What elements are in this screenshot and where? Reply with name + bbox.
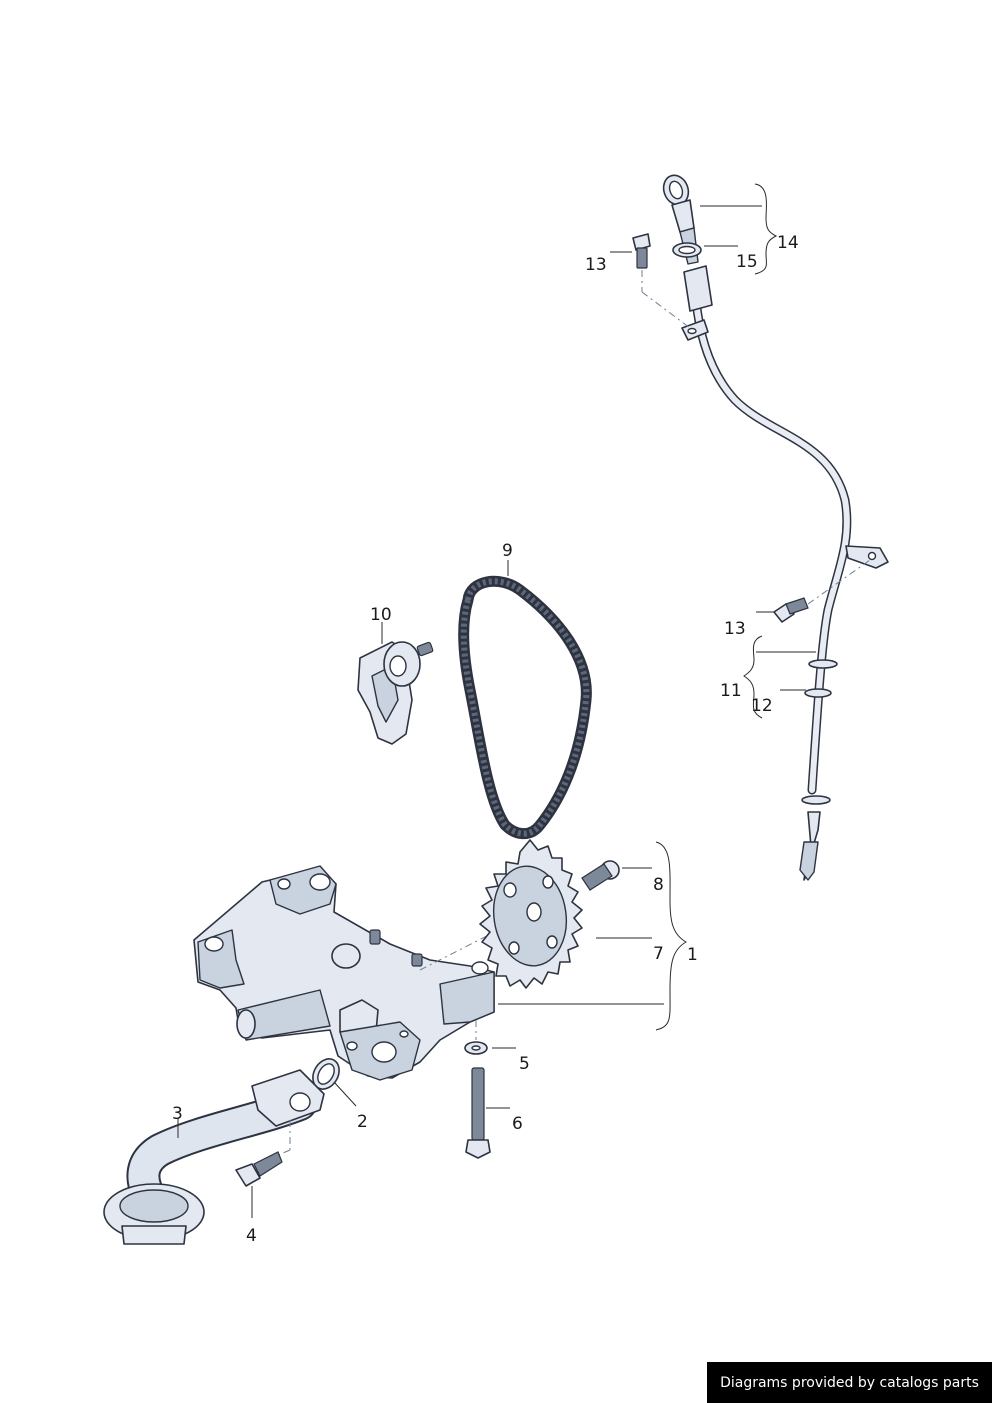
dipstick-guide-tube[interactable] (681, 265, 889, 881)
dipstick-seal-ring[interactable] (672, 242, 702, 258)
callout-3: 3 (172, 1104, 183, 1124)
pump-bolt[interactable] (465, 1067, 491, 1159)
callout-1: 1 (687, 945, 698, 965)
oil-pump-sprocket[interactable] (479, 839, 583, 989)
oil-pickup-pipe[interactable] (103, 1069, 325, 1245)
leader-lines (177, 183, 816, 1218)
callout-2: 2 (357, 1112, 368, 1132)
credit-banner: Diagrams provided by catalogs parts (707, 1362, 992, 1403)
callout-13-mid: 13 (724, 619, 746, 639)
callout-10: 10 (370, 605, 392, 625)
bolt-13-top[interactable] (632, 233, 691, 329)
callout-11: 11 (720, 681, 742, 701)
pickup-pipe-bolt[interactable] (235, 1151, 283, 1187)
callout-4: 4 (246, 1226, 257, 1246)
callout-12: 12 (751, 696, 773, 716)
callout-14: 14 (777, 233, 799, 253)
washer[interactable] (464, 1041, 488, 1055)
timing-chain[interactable] (458, 575, 592, 840)
callout-13-top: 13 (585, 255, 607, 275)
chain-tensioner[interactable] (357, 641, 434, 745)
callout-8: 8 (653, 875, 664, 895)
oil-pump[interactable] (193, 865, 531, 1087)
callout-15: 15 (736, 252, 758, 272)
callout-7: 7 (653, 944, 664, 964)
bolt-13-mid[interactable] (773, 559, 871, 623)
callout-6: 6 (512, 1114, 523, 1134)
callout-5: 5 (519, 1054, 530, 1074)
callout-9: 9 (502, 541, 513, 561)
sprocket-bolt[interactable] (581, 860, 620, 891)
